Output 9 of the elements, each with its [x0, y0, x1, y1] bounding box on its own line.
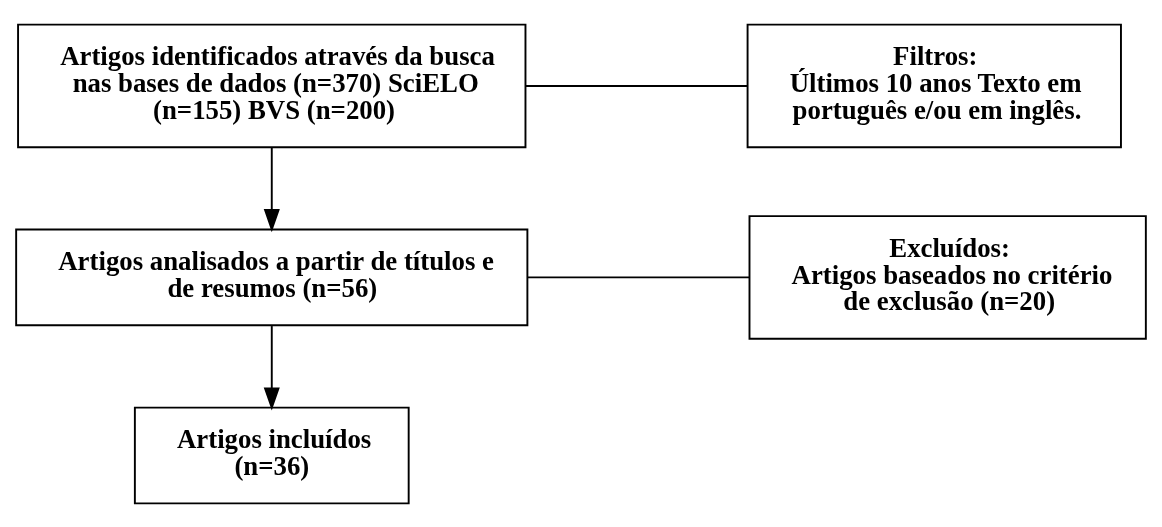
- node-box: Artigos identificados através da busca nas bases de dados (n=370) SciELO (n=155) BVS (n=200): [17, 23, 527, 148]
- node-box: Artigos analisados a partir de títulos e de resumos (n=56): [15, 228, 529, 326]
- arrow: [263, 324, 280, 410]
- connector: [525, 84, 749, 87]
- connector: [526, 275, 751, 278]
- node-box: Excluídos: Artigos baseados no critério de exclusão (n=20): [748, 214, 1147, 340]
- arrow: [263, 146, 280, 232]
- node-box: Artigos incluídos (n=36): [133, 406, 410, 504]
- node-box: Filtros: Últimos 10 anos Texto em português e/ou em inglês.: [746, 23, 1122, 148]
